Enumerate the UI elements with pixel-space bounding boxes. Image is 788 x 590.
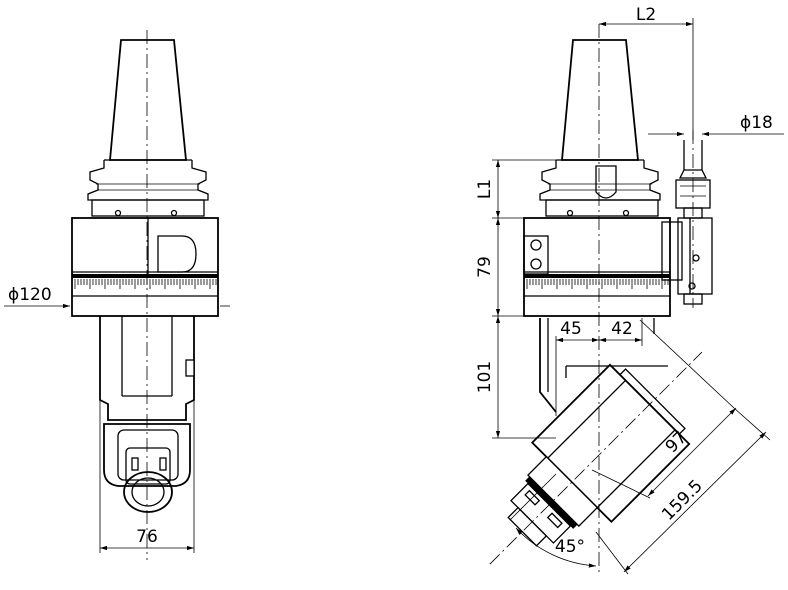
label-offset-45: 45: [560, 319, 582, 339]
stop-pin: [675, 140, 713, 305]
label-angle-45: 45°: [555, 537, 585, 557]
label-h-101: 101: [475, 361, 495, 393]
dim-dia-120: ϕ120: [4, 285, 230, 309]
dim-L2: L2: [599, 5, 694, 140]
label-L2: L2: [636, 5, 656, 25]
dim-dia-18: ϕ18: [648, 113, 784, 137]
side-view: L2 ϕ18 L1 79 101: [475, 5, 784, 575]
flange: [87, 160, 209, 217]
dim-offset-45-42: 45 42: [555, 318, 643, 416]
logo-plate: [157, 235, 197, 273]
flange-right: [539, 160, 661, 217]
dim-angle-45: 45°: [509, 473, 597, 568]
dim-L1: L1: [475, 159, 556, 219]
dim-h-101: 101: [475, 316, 556, 439]
dim-h-79: 79: [475, 218, 524, 317]
dim-lengths: 97 159.5: [591, 319, 771, 575]
label-len-97: 97: [662, 428, 691, 457]
label-dia-18: ϕ18: [740, 113, 773, 133]
label-L1: L1: [475, 179, 495, 199]
label-width-76: 76: [136, 527, 158, 547]
label-h-79: 79: [475, 256, 495, 278]
taper-shank-right: [561, 39, 639, 161]
dim-width-76: 76: [99, 318, 195, 553]
collet-nut: [103, 423, 191, 513]
front-view: ϕ120 76: [4, 30, 230, 560]
label-offset-42: 42: [611, 319, 633, 339]
main-body: [71, 217, 219, 317]
taper-shank: [109, 39, 187, 161]
label-len-159-5: 159.5: [658, 476, 707, 525]
main-body-right: [523, 217, 683, 317]
angled-spindle: [489, 318, 703, 565]
drive-key: [595, 165, 617, 199]
label-dia-120: ϕ120: [8, 285, 52, 305]
lock-block: [523, 235, 549, 275]
